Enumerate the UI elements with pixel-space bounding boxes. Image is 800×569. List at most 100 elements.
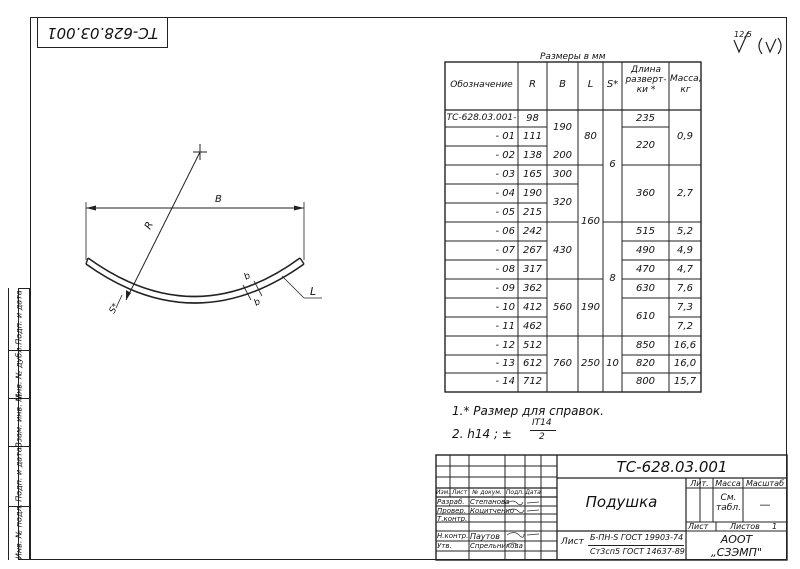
- r-04: 190: [522, 188, 543, 199]
- role-developed: Разраб.: [437, 498, 465, 506]
- side-strip: [18, 288, 30, 560]
- mass-16-0: 16,0: [673, 358, 697, 369]
- role-approved: Утв.: [437, 542, 452, 550]
- label-S: S*: [108, 301, 122, 315]
- th-doc-no: № докум.: [472, 489, 502, 496]
- sheet-label: Лист: [688, 522, 709, 531]
- designation-14: - 14: [495, 376, 515, 387]
- header-designation: Обозначение: [450, 80, 513, 90]
- corner-code-box: ТС-628.03.001: [37, 18, 168, 48]
- mass-15-7: 15,7: [673, 376, 697, 387]
- mass-7-6: 7,6: [677, 283, 693, 294]
- designation-03: - 03: [495, 169, 515, 180]
- designation-08: - 08: [495, 264, 515, 275]
- len-220: 220: [635, 140, 656, 151]
- note-2-numerator: IT14: [532, 418, 552, 428]
- b-430: 430: [552, 245, 573, 256]
- name-developed: Степанова: [470, 498, 510, 506]
- radius-line: [125, 151, 201, 301]
- mass-5-2: 5,2: [677, 226, 693, 237]
- r-09: 362: [522, 283, 543, 294]
- mass-0-9: 0,9: [677, 131, 693, 142]
- b-320: 320: [552, 197, 573, 208]
- mass-4-9: 4,9: [677, 245, 693, 256]
- lit-label: Лит.: [690, 479, 709, 488]
- sheets-label: Листов: [730, 522, 760, 531]
- l-190: 190: [580, 302, 601, 313]
- designation-02: - 02: [495, 150, 515, 161]
- len-610: 610: [635, 311, 656, 322]
- note-2-denominator: 2: [539, 432, 545, 442]
- b-560: 560: [552, 302, 573, 313]
- table-caption: Размеры в мм: [540, 52, 606, 62]
- note-2-prefix: 2. h14 ; ±: [452, 427, 512, 441]
- l-160: 160: [580, 216, 601, 227]
- l-80: 80: [584, 131, 597, 142]
- svg-text:b: b: [253, 297, 263, 309]
- s-6: 6: [609, 159, 616, 170]
- b-300: 300: [552, 169, 573, 180]
- r-01: 111: [522, 131, 543, 142]
- b-760: 760: [552, 358, 573, 369]
- header-L: L: [587, 79, 594, 90]
- org-line-2: „СЗЭМП": [711, 546, 762, 559]
- designation-01: - 01: [495, 131, 515, 142]
- sheet-frame: [30, 17, 787, 560]
- th-signature: Подп.: [505, 489, 525, 496]
- roughness-mark: 12,5: [728, 26, 786, 58]
- side-strip-inner: [8, 288, 18, 560]
- role-checked: Провер.: [437, 507, 467, 515]
- signature-marks: [506, 500, 540, 546]
- len-235: 235: [635, 113, 656, 124]
- th-sheet: Лист: [451, 489, 468, 496]
- r-06: 242: [522, 226, 543, 237]
- r-03: 165: [522, 169, 543, 180]
- header-R: R: [529, 79, 536, 90]
- role-tech-control: Т.контр.: [437, 515, 468, 523]
- len-800: 800: [635, 376, 656, 387]
- s-10: 10: [606, 358, 619, 369]
- sheets-value: 1: [772, 522, 778, 531]
- material-line-1: Б-ПН-S ГОСТ 19903-74: [590, 533, 684, 542]
- material-divider: [588, 545, 684, 546]
- name-approved: Спрельникова: [470, 542, 523, 550]
- designation-10: - 10: [495, 302, 515, 313]
- s-8: 8: [609, 273, 616, 284]
- r-10: 412: [522, 302, 543, 313]
- part-drawing: R B b b S* L: [85, 144, 322, 315]
- len-630: 630: [635, 283, 656, 294]
- r-00: 98: [526, 113, 539, 124]
- label-B: B: [215, 194, 222, 205]
- b-190: 190: [552, 122, 573, 133]
- label-R: R: [143, 220, 156, 231]
- len-360: 360: [635, 188, 656, 199]
- r-08: 317: [522, 264, 543, 275]
- scale-label: Масштаб: [745, 479, 785, 488]
- r-07: 267: [522, 245, 543, 256]
- material-prefix: Лист: [561, 537, 584, 547]
- mass-4-7: 4,7: [677, 264, 693, 275]
- name-norm-control: Паутов: [470, 532, 500, 541]
- designation-13: - 13: [495, 358, 515, 369]
- role-norm-control: Н.контр.: [437, 532, 469, 540]
- designation-11: - 11: [495, 321, 515, 332]
- fraction-bar: [530, 430, 556, 431]
- header-B: B: [559, 79, 566, 90]
- len-490: 490: [635, 245, 656, 256]
- part-name: Подушка: [585, 493, 658, 511]
- designation-00: ТС-628.03.001-: [446, 113, 517, 123]
- mass-7-2: 7,2: [677, 321, 693, 332]
- th-change: Изм.: [436, 489, 451, 496]
- header-length: Длина разверт-ки *: [625, 65, 667, 95]
- org-line-1: АООТ: [720, 533, 753, 546]
- designation-07: - 07: [495, 245, 515, 256]
- r-12: 512: [522, 340, 543, 351]
- roughness-value: 12,5: [734, 30, 752, 39]
- svg-text:b: b: [243, 271, 253, 283]
- designation-12: - 12: [495, 340, 515, 351]
- r-14: 712: [522, 376, 543, 387]
- mass-value: См. табл.: [716, 493, 741, 513]
- b-200: 200: [552, 150, 573, 161]
